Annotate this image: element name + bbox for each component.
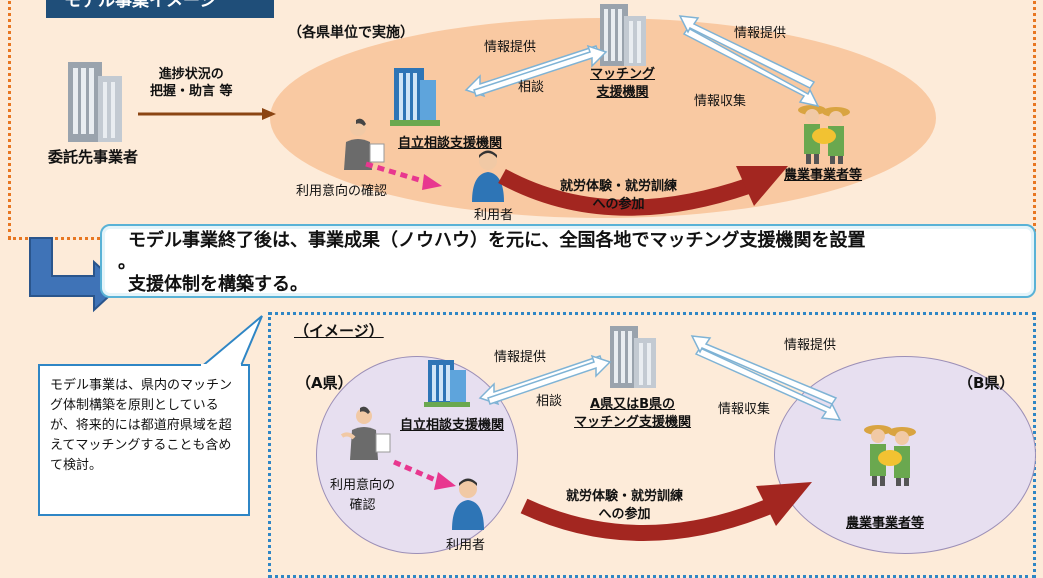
callout-tail-cover bbox=[201, 364, 241, 367]
user-label: 利用者 bbox=[474, 208, 514, 223]
matching-label: マッチング 支援機関 bbox=[590, 67, 656, 100]
user-bottom-icon bbox=[452, 478, 484, 530]
matching-bottom-label: A県又はB県の マッチング支援機関 bbox=[574, 397, 692, 430]
model-project-tag: モデル事業イメージ bbox=[46, 0, 274, 18]
farmer-bottom-icon bbox=[864, 425, 916, 486]
info-provide-left-label: 情報提供 bbox=[484, 40, 537, 55]
matching-farmer-arrows bbox=[678, 15, 820, 108]
farmer-bottom-label: 農業事業者等 bbox=[846, 516, 925, 531]
counsel-building-icon bbox=[390, 68, 440, 126]
confirm-label: 利用意向の確認 bbox=[296, 184, 388, 199]
summary-banner: モデル事業終了後は、事業成果（ノウハウ）を元に、全国各地でマッチング支援機関を設… bbox=[100, 224, 1036, 298]
counsel-building-bottom-icon bbox=[424, 360, 470, 407]
image-label: （イメージ） bbox=[294, 322, 384, 340]
work-participation-bottom-curved-arrow bbox=[520, 482, 812, 541]
b-pref-label: （B県） bbox=[958, 374, 1015, 392]
staff-person-bottom-icon bbox=[340, 406, 391, 460]
user-icon bbox=[472, 150, 504, 202]
info-collect-label: 情報収集 bbox=[694, 94, 747, 109]
counsel-matching-arrows bbox=[464, 44, 608, 98]
work-bottom-label: 就労体験・就労訓練 への参加 bbox=[566, 489, 684, 522]
confirm-bottom-dotted-arrow bbox=[393, 459, 456, 490]
note-callout: モデル事業は、県内のマッチング体制構築を原則としているが、将来的には都道府県域を… bbox=[38, 364, 250, 516]
unit-note: （各県単位で実施） bbox=[288, 25, 414, 41]
a-pref-circle bbox=[316, 356, 518, 554]
info-provide-left-bottom-label: 情報提供 bbox=[494, 350, 547, 365]
bottom-counsel-matching-arrows bbox=[478, 354, 612, 406]
work-participation-curved-arrow bbox=[498, 166, 788, 216]
matching-building-bottom-icon bbox=[610, 326, 656, 388]
callout-tail bbox=[197, 315, 263, 369]
confirm-bottom-label: 利用意向の 確認 bbox=[330, 478, 396, 513]
staff-person-icon bbox=[344, 118, 385, 170]
info-provide-right-bottom-label: 情報提供 bbox=[784, 338, 837, 353]
farmer-icon bbox=[798, 105, 850, 164]
progress-arrow bbox=[138, 108, 276, 120]
contractor-label: 委託先事業者 bbox=[48, 148, 139, 166]
progress-label: 進捗状況の 把握・助言 等 bbox=[150, 67, 233, 99]
info-provide-right-label: 情報提供 bbox=[734, 26, 787, 41]
note-callout-text: モデル事業は、県内のマッチング体制構築を原則としているが、将来的には都道府県域を… bbox=[50, 378, 233, 473]
info-collect-bottom-label: 情報収集 bbox=[718, 402, 771, 417]
farmer-label: 農業事業者等 bbox=[784, 168, 863, 183]
confirm-dotted-arrow bbox=[365, 161, 442, 190]
counsel-bottom-label: 自立相談支援機関 bbox=[400, 418, 505, 433]
bottom-matching-farmer-arrows bbox=[690, 335, 842, 421]
consult-bottom-label: 相談 bbox=[536, 394, 563, 409]
a-pref-label: （A県） bbox=[296, 374, 353, 392]
counsel-label: 自立相談支援機関 bbox=[398, 136, 503, 151]
contractor-building-icon bbox=[68, 62, 122, 142]
consult-label: 相談 bbox=[518, 80, 545, 95]
matching-building-icon bbox=[600, 4, 646, 66]
work-label: 就労体験・就労訓練 への参加 bbox=[560, 179, 678, 212]
user-bottom-label: 利用者 bbox=[446, 538, 486, 553]
